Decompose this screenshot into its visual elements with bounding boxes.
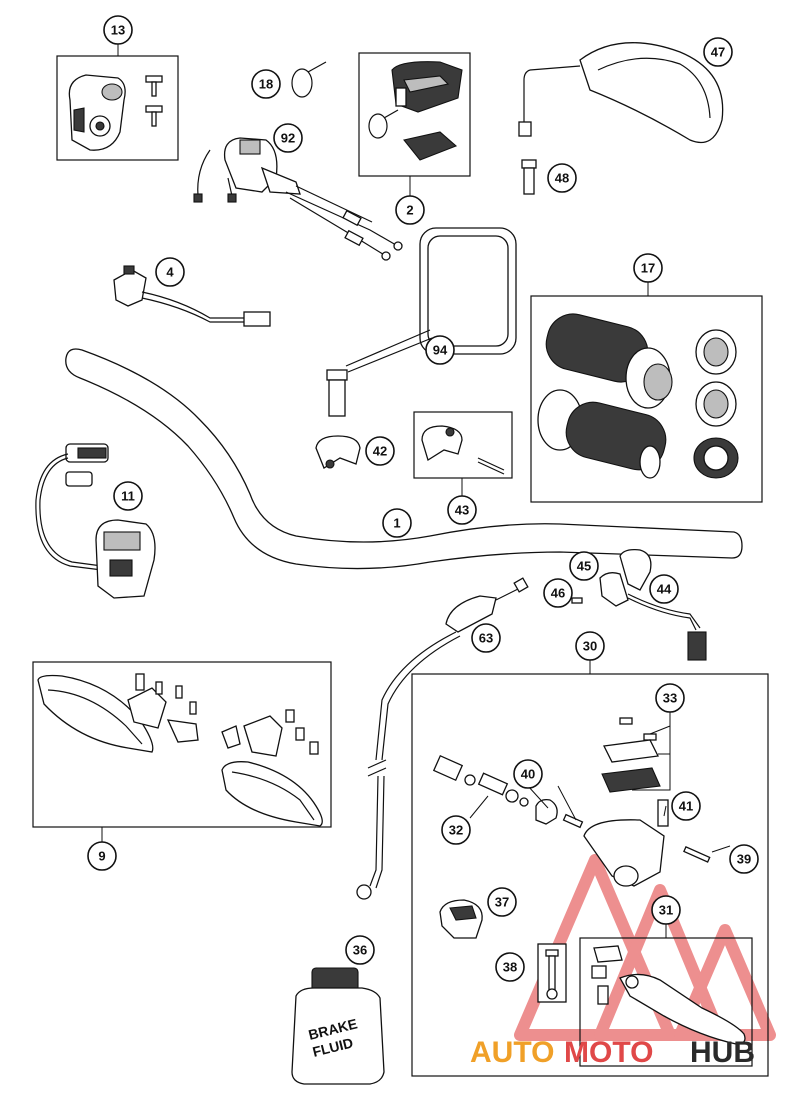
svg-text:31: 31 [659, 903, 673, 918]
callout-44: 44 [649, 574, 679, 604]
callout-33: 33 [655, 683, 685, 713]
svg-text:1: 1 [393, 516, 400, 531]
part-31-brake-lever [591, 945, 746, 1045]
watermark-hub: HUB [690, 1036, 755, 1069]
watermark-moto: MOTO [564, 1036, 653, 1069]
callout-37: 37 [487, 887, 517, 917]
svg-text:30: 30 [583, 639, 597, 654]
part-17-grips [537, 313, 739, 479]
frame-9 [32, 661, 332, 828]
part-9-handguards [37, 673, 323, 827]
svg-text:37: 37 [495, 895, 509, 910]
part-13-switch-housing [68, 74, 163, 151]
part-36-brake-fluid: BRAKE FLUID [291, 967, 385, 1085]
watermark-text: AUTO MOTO HUB [470, 1036, 755, 1069]
part-43-clamp-kit [421, 425, 505, 475]
callout-43: 43 [447, 495, 477, 525]
part-4-switch [113, 265, 271, 327]
callout-17: 17 [633, 253, 663, 283]
callout-38: 38 [495, 952, 525, 982]
svg-text:9: 9 [98, 849, 105, 864]
part-94-mirror [326, 227, 517, 417]
svg-text:47: 47 [711, 45, 725, 60]
callout-1: 1 [382, 508, 412, 538]
callout-11: 11 [113, 481, 143, 511]
part-38-pivot [537, 943, 567, 1003]
callout-4: 4 [155, 257, 185, 287]
svg-text:39: 39 [737, 852, 751, 867]
part-2-throttle-cover [368, 61, 463, 161]
callout-48: 48 [547, 163, 577, 193]
part-63-brake-hose [356, 577, 529, 900]
svg-text:41: 41 [679, 799, 693, 814]
watermark-auto: AUTO [470, 1036, 554, 1069]
frame-17 [530, 295, 763, 503]
svg-text:38: 38 [503, 960, 517, 975]
svg-text:92: 92 [281, 131, 295, 146]
svg-text:32: 32 [449, 823, 463, 838]
callout-45: 45 [569, 551, 599, 581]
callout-40: 40 [513, 759, 543, 789]
svg-text:43: 43 [455, 503, 469, 518]
svg-text:46: 46 [551, 586, 565, 601]
part-37-cap [439, 899, 483, 939]
callout-32: 32 [441, 815, 471, 845]
svg-text:17: 17 [641, 261, 655, 276]
svg-text:2: 2 [406, 203, 413, 218]
part-18-cable-tie [291, 61, 327, 98]
leader-lines [101, 44, 731, 938]
svg-text:4: 4 [166, 265, 174, 280]
callout-31: 31 [651, 895, 681, 925]
svg-text:94: 94 [433, 343, 448, 358]
svg-text:11: 11 [121, 489, 135, 504]
part-30-master-cylinder [432, 717, 711, 887]
callout-18: 18 [251, 69, 281, 99]
part-48-adapter [521, 159, 537, 195]
callout-63: 63 [471, 623, 501, 653]
callout-46: 46 [543, 578, 573, 608]
svg-text:42: 42 [373, 444, 387, 459]
part-1-handlebar [65, 348, 743, 570]
part-92-throttle [193, 137, 403, 261]
callout-9: 9 [87, 841, 117, 871]
callout-13: 13 [103, 15, 133, 45]
frame-43 [413, 411, 513, 479]
frame-2 [358, 52, 471, 177]
callout-94: 94 [425, 335, 455, 365]
svg-text:18: 18 [259, 77, 273, 92]
svg-text:13: 13 [111, 23, 125, 38]
callout-30: 30 [575, 631, 605, 661]
svg-text:40: 40 [521, 767, 535, 782]
part-11-switch [35, 443, 156, 599]
part-47-mirror [518, 42, 724, 144]
callout-47: 47 [703, 37, 733, 67]
svg-text:63: 63 [479, 631, 493, 646]
svg-text:44: 44 [657, 582, 672, 597]
callout-2: 2 [395, 195, 425, 225]
svg-text:36: 36 [353, 943, 367, 958]
part-44-sensor [571, 548, 707, 661]
callout-39: 39 [729, 844, 759, 874]
svg-text:48: 48 [555, 171, 569, 186]
svg-text:45: 45 [577, 559, 591, 574]
callout-41: 41 [671, 791, 701, 821]
callout-36: 36 [345, 935, 375, 965]
svg-text:33: 33 [663, 691, 677, 706]
callout-92: 92 [273, 123, 303, 153]
part-42-clamp [315, 435, 361, 469]
callout-42: 42 [365, 436, 395, 466]
